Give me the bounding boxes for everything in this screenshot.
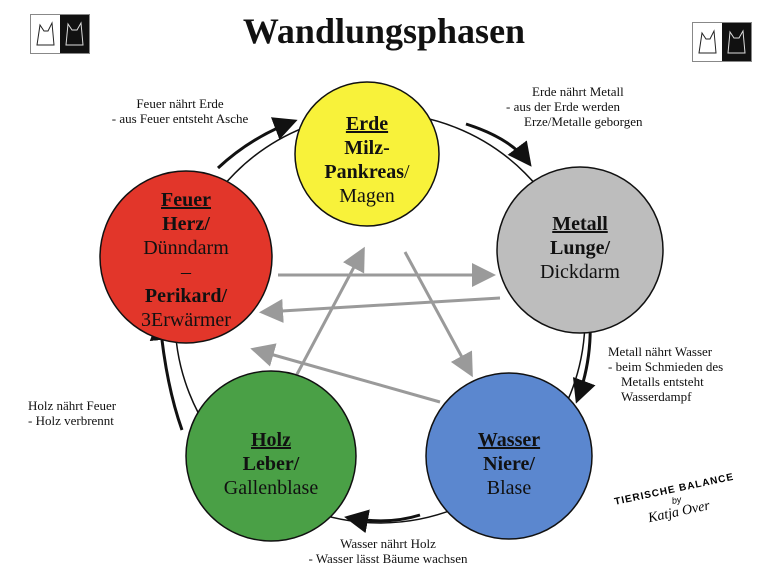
organ-line: / Magen [339,161,410,207]
dog-white-icon [31,15,60,53]
circle-wasser [425,372,593,540]
organ-line: 3Erwärmer [141,309,231,331]
label-wasser-holz: Wasser nährt Holz - Wasser lässt Bäume w… [308,536,468,566]
organ-line: Blase [486,477,532,499]
organ-line: Leber/ [242,453,300,475]
circle-holz [185,370,357,542]
label-metall-wasser: Metall nährt Wasser - beim Schmieden des… [608,344,724,404]
circle-metall [496,166,664,334]
element-wasser: Wasser Niere/ Blase [441,428,577,500]
element-feuer: Feuer Herz/ Dünndarm – Perikard/ 3Erwärm… [114,188,258,332]
organ-line: Lunge/ [549,237,611,259]
cycle-arrow-wasser-holz [344,509,421,534]
control-arrow-erde-wasser [403,251,473,378]
organ-line: – [181,261,191,283]
dog-black-icon [60,15,89,53]
control-arrow-wasser-feuer [250,343,441,404]
element-name: Erde [345,113,389,135]
cycle-arrow-feuer-erde [216,117,298,170]
label-holz-feuer: Holz nährt Feuer - Holz verbrennt [28,398,117,428]
organ-line: Pankreas [324,161,405,183]
dog-white-icon [693,23,722,61]
organ-line: Herz/ [162,213,210,235]
circle-erde [294,81,440,227]
logo-dogs-left [30,14,90,54]
element-holz: Holz Leber/ Gallenblase [201,428,341,500]
organ-line: Dünndarm [143,237,229,259]
organ-line: Milz- [344,137,390,159]
logo-dogs-right [692,22,752,62]
page-title: Wandlungsphasen [242,11,526,51]
control-arrow-holz-erde [293,246,365,379]
element-name: Wasser [477,429,541,451]
control-arrow-metall-holz [259,296,501,323]
circle-feuer [99,170,273,344]
dog-black-icon [722,23,751,61]
element-name: Feuer [161,189,211,211]
element-erde: Erde Milz- Pankreas/ Magen [302,112,432,208]
element-name: Metall [552,213,608,235]
organ-line: Dickdarm [540,261,620,283]
label-feuer-erde: Feuer nährt Erde - aus Feuer entsteht As… [111,96,249,126]
cycle-arrow-erde-metall [465,122,532,167]
organ-line: Niere/ [483,453,535,475]
element-name: Holz [251,429,291,451]
element-metall: Metall Lunge/ Dickdarm [512,212,648,284]
organ-line: Gallenblase [223,477,319,499]
organ-line: Perikard/ [144,285,228,307]
label-erde-metall: Erde nährt Metall - aus der Erde werden … [506,84,643,129]
